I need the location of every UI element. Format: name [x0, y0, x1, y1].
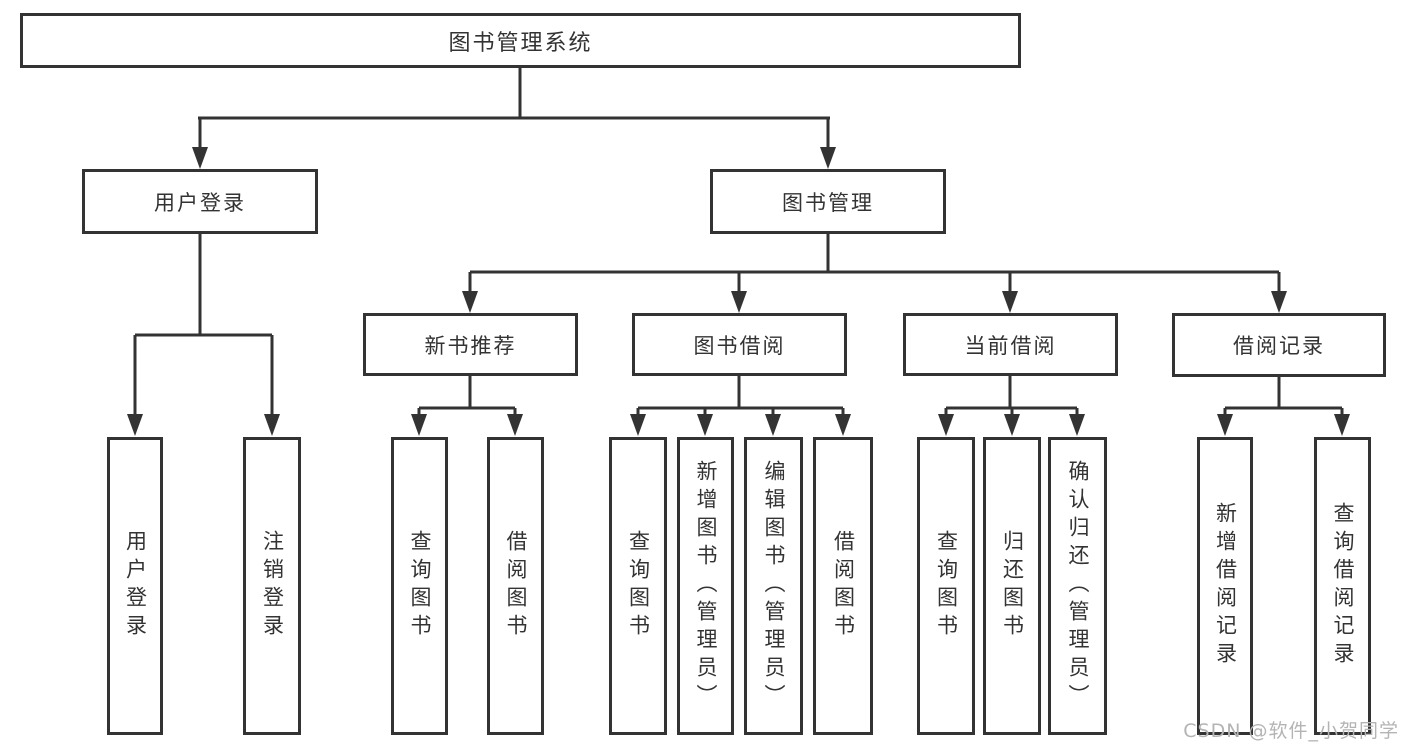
- node-newrec-query-books: 查询图书: [391, 437, 448, 735]
- node-new-book-recommend: 新书推荐: [363, 313, 578, 376]
- node-book-borrowing: 图书借阅: [632, 313, 847, 376]
- node-book-management: 图书管理: [710, 169, 946, 234]
- node-current-return-books: 归还图书: [983, 437, 1041, 735]
- node-logout-leaf: 注销登录: [243, 437, 301, 735]
- node-records-query-record: 查询借阅记录: [1314, 437, 1371, 735]
- node-borrowing-records: 借阅记录: [1172, 313, 1386, 377]
- node-borrow-borrow-books: 借阅图书: [813, 437, 873, 735]
- node-borrow-query-books: 查询图书: [609, 437, 667, 735]
- node-user-login: 用户登录: [82, 169, 318, 234]
- csdn-watermark: CSDN @软件_小贺同学: [1183, 720, 1399, 742]
- node-current-borrowing: 当前借阅: [903, 313, 1118, 376]
- node-library-system: 图书管理系统: [20, 13, 1021, 68]
- node-login-leaf: 用户登录: [107, 437, 163, 735]
- node-newrec-borrow-books: 借阅图书: [487, 437, 544, 735]
- node-borrow-edit-books-admin: 编辑图书（管理员）: [744, 437, 803, 735]
- node-current-confirm-return-admin: 确认归还（管理员）: [1048, 437, 1107, 735]
- node-borrow-add-books-admin: 新增图书（管理员）: [677, 437, 734, 735]
- node-current-query-books: 查询图书: [917, 437, 975, 735]
- node-records-add-record: 新增借阅记录: [1197, 437, 1253, 735]
